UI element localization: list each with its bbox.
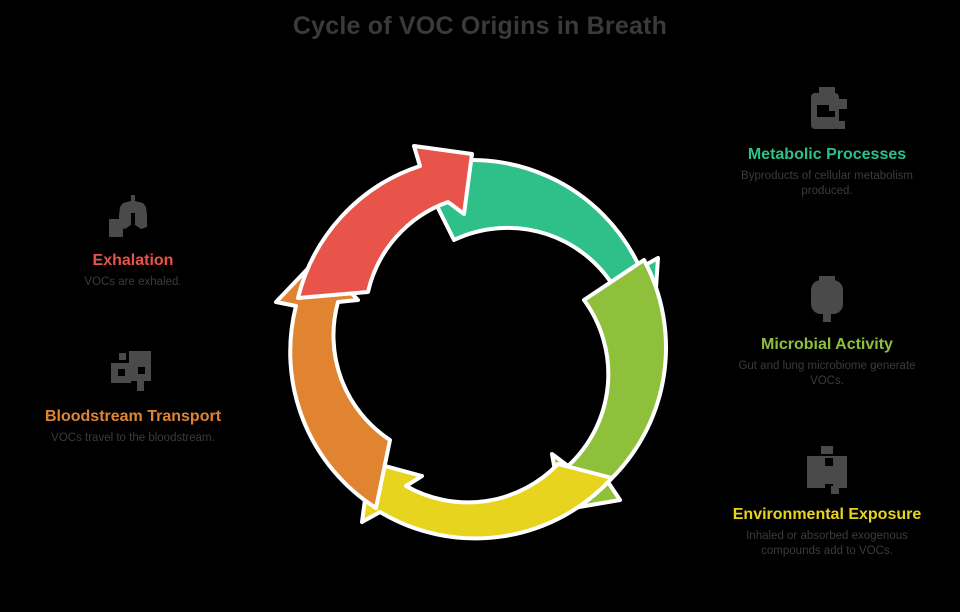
cycle-diagram: [240, 110, 720, 600]
description-exhalation: VOCs are exhaled.: [84, 276, 182, 289]
cycle-arrow-microbial: [550, 258, 668, 512]
label-block-exhalation: Exhalation VOCs are exhaled.: [18, 188, 248, 290]
lungs-icon: [18, 188, 248, 246]
heading-metabolic: Metabolic Processes: [747, 146, 907, 163]
description-environmental: Inhaled or absorbed exogenous compounds …: [746, 530, 908, 558]
factory-icon: [712, 442, 942, 500]
cycle-arrow-bloodstream: [274, 256, 392, 510]
heading-environmental: Environmental Exposure: [732, 506, 922, 523]
label-block-metabolic: Metabolic Processes Byproducts of cellul…: [712, 82, 942, 199]
microbe-icon: [712, 272, 942, 330]
label-block-bloodstream: Bloodstream Transport VOCs travel to the…: [18, 344, 248, 446]
page-title: Cycle of VOC Origins in Breath: [292, 12, 668, 40]
blood-drop-icon: [18, 344, 248, 402]
description-microbial: Gut and lung microbiome generate VOCs.: [738, 360, 916, 388]
label-block-environmental: Environmental Exposure Inhaled or absorb…: [712, 442, 942, 559]
heading-exhalation: Exhalation: [92, 252, 174, 269]
description-metabolic: Byproducts of cellular metabolism produc…: [741, 170, 913, 198]
cycle-arrow-metabolic: [416, 158, 660, 320]
heading-microbial: Microbial Activity: [761, 336, 893, 353]
label-block-microbial: Microbial Activity Gut and lung microbio…: [712, 272, 942, 389]
description-bloodstream: VOCs travel to the bloodstream.: [51, 432, 215, 445]
flask-icon: [712, 82, 942, 140]
cycle-arrow-environmental: [360, 460, 614, 541]
cycle-arrow-exhalation: [296, 144, 474, 300]
heading-bloodstream: Bloodstream Transport: [44, 408, 222, 425]
